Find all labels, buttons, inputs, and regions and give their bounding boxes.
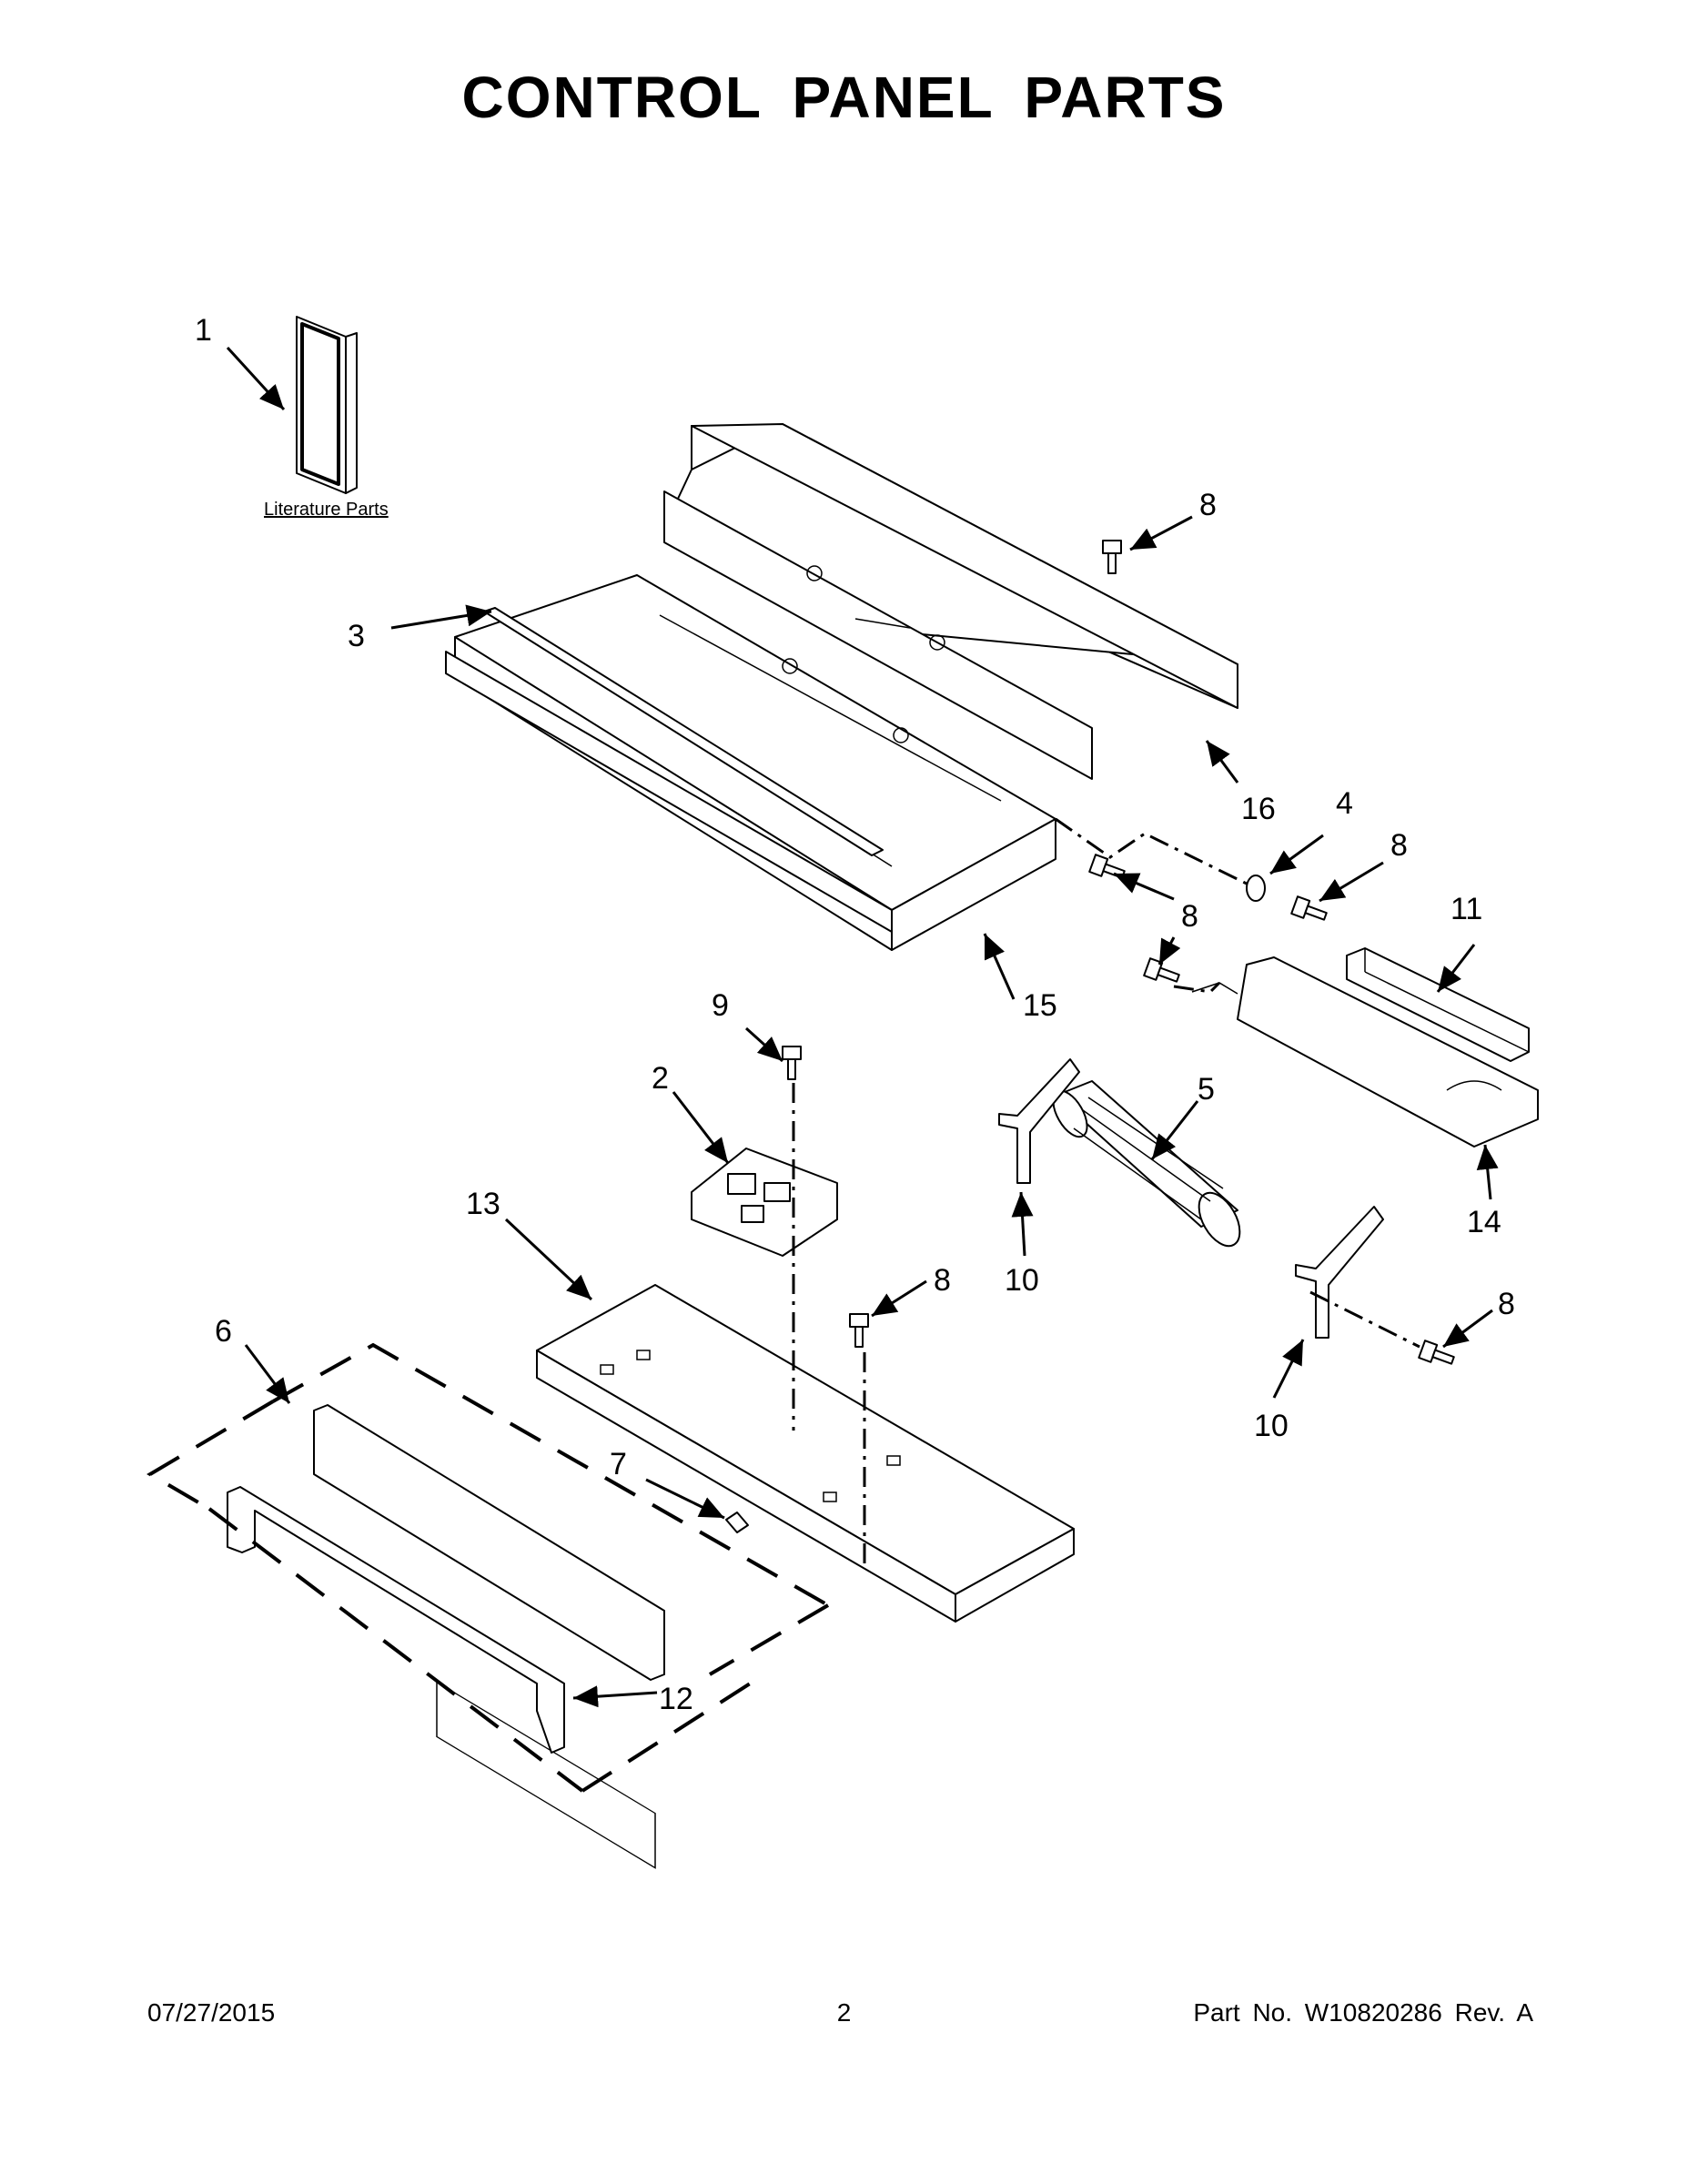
callout-3: 3	[348, 619, 365, 653]
footer-date: 07/27/2015	[147, 1998, 276, 2027]
clip-7	[725, 1512, 749, 1533]
literature-booklet: Literature Parts	[264, 316, 389, 520]
control-panel-trim-12	[227, 1486, 565, 1754]
control-board-2	[691, 1148, 838, 1257]
callout-4: 4	[1336, 786, 1353, 821]
blower-fan-5	[1052, 1080, 1241, 1248]
callout-1: 1	[195, 313, 212, 348]
callout-10: 10	[1254, 1409, 1289, 1443]
callout-13: 13	[466, 1187, 500, 1221]
screw-icon	[782, 1046, 802, 1080]
callout-15: 15	[1023, 988, 1057, 1023]
callout-11: 11	[1450, 892, 1482, 926]
screw-icon	[1143, 957, 1180, 983]
assembly-dashed-group	[147, 1342, 830, 1793]
callout-7: 7	[610, 1447, 627, 1481]
footer-part-number: Part No. W10820286 Rev. A	[1193, 1998, 1533, 2027]
callout-8: 8	[1199, 488, 1217, 522]
hinge-bracket-10-lower	[1295, 1206, 1384, 1339]
callout-5: 5	[1198, 1072, 1215, 1107]
screw-icon	[1290, 895, 1328, 921]
callout-labels: 1 3 8 16 4 8 8 11 15 9 2 13 5 10 14 8 6 …	[195, 313, 1515, 1716]
callout-8: 8	[1498, 1287, 1515, 1321]
callout-10: 10	[1005, 1263, 1039, 1298]
foam-strip-11	[1346, 947, 1530, 1062]
leader-arrows	[226, 346, 1499, 1708]
callout-9: 9	[712, 988, 729, 1023]
callout-6: 6	[215, 1314, 232, 1349]
screws	[725, 540, 1455, 1533]
screw-icon	[849, 1313, 869, 1348]
callout-8: 8	[1390, 828, 1408, 863]
control-panel-glass-6	[313, 1404, 665, 1869]
trim-strip-3	[483, 607, 884, 856]
lower-panel-15	[445, 574, 1056, 951]
callout-14: 14	[1467, 1205, 1501, 1239]
callout-8: 8	[1181, 899, 1198, 934]
page-title: CONTROL PANEL PARTS	[461, 65, 1227, 130]
callout-2: 2	[652, 1061, 669, 1096]
hinge-bracket-10-upper	[998, 1058, 1080, 1184]
callout-8: 8	[934, 1263, 951, 1298]
callout-12: 12	[659, 1682, 693, 1716]
footer-page-number: 2	[836, 1998, 852, 2027]
callout-16: 16	[1241, 792, 1276, 826]
screw-icon	[1088, 854, 1126, 879]
assembly-lines	[792, 817, 1420, 1569]
screw-icon	[1418, 1340, 1455, 1365]
literature-parts-label: Literature Parts	[264, 500, 389, 520]
washer-icon	[1246, 875, 1266, 902]
screw-icon	[1102, 540, 1122, 574]
control-backing-13	[536, 1284, 1075, 1623]
upper-panel-16	[663, 423, 1238, 780]
